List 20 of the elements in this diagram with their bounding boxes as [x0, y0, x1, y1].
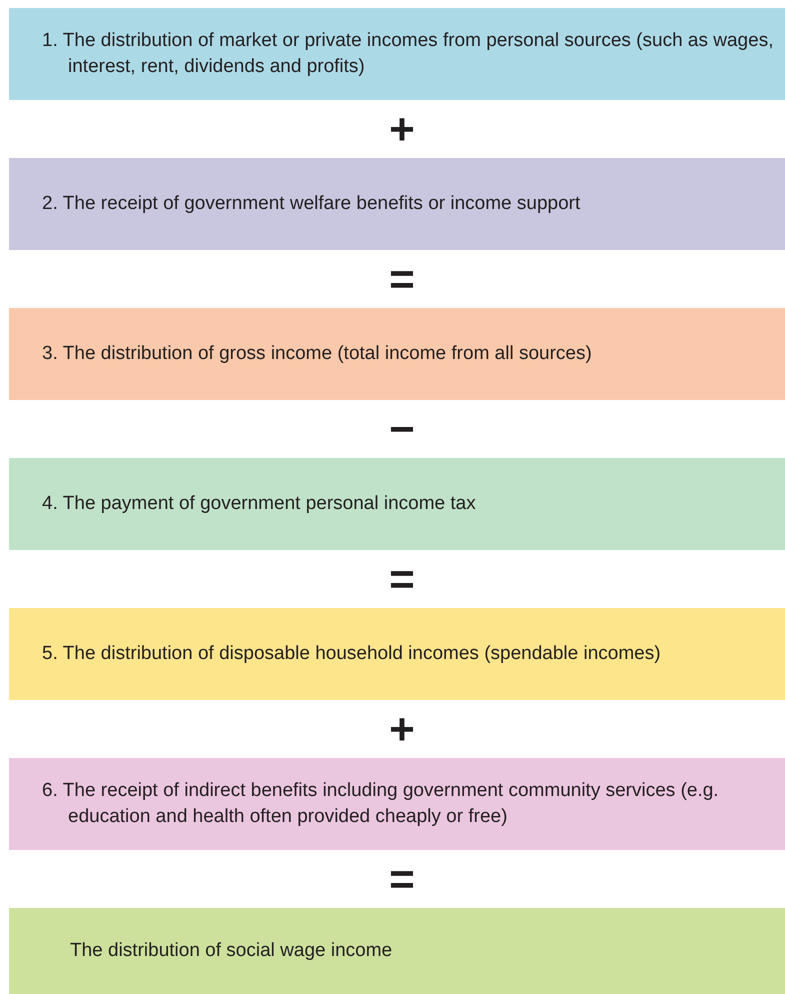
operator-symbol: − [388, 408, 416, 452]
step-text: 6. The receipt of indirect benefits including government community services (e.g. education and health often provided cheaply or free) [41, 779, 720, 829]
operator-symbol: = [388, 558, 416, 602]
step-text: 3. The distribution of gross income (total income from all sources) [41, 342, 592, 366]
step-text: 2. The receipt of government welfare benefits or income support [41, 192, 580, 216]
step-box [9, 8, 785, 100]
step-text: 1. The distribution of market or private incomes from personal sources (such as wages, interest, rent, dividends and profits) [41, 29, 774, 79]
step-box [9, 308, 785, 400]
step-box [9, 458, 785, 550]
step-box [9, 758, 785, 850]
step-text: 5. The distribution of disposable household incomes (spendable incomes) [41, 642, 661, 666]
step-text: The distribution of social wage income [69, 939, 392, 963]
operator-symbol: + [388, 708, 416, 752]
step-box [9, 608, 785, 700]
operator-symbol: + [388, 108, 416, 152]
step-box [9, 158, 785, 250]
operator-symbol: = [388, 858, 416, 902]
step-box [9, 908, 785, 994]
operator-symbol: = [388, 258, 416, 302]
step-text: 4. The payment of government personal income tax [41, 492, 476, 516]
